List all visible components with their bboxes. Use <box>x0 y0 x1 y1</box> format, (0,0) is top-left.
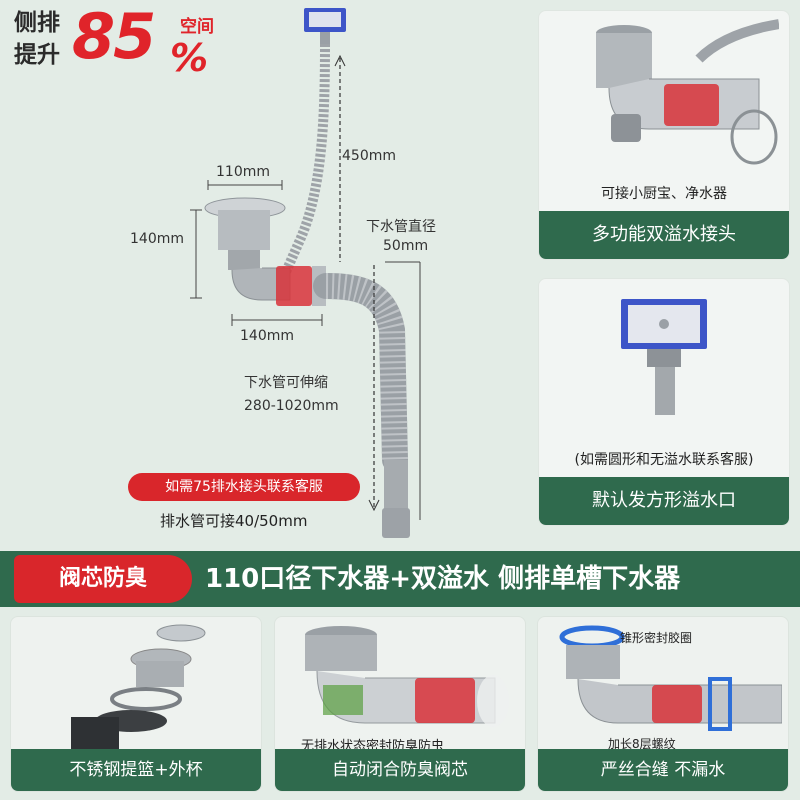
title-bar: 阀芯防臭 110口径下水器+双溢水 侧排单槽下水器 <box>0 551 800 607</box>
square-overflow-card: (如需圆形和无溢水联系客服) 默认发方形溢水口 <box>538 278 790 526</box>
drain-diameter-value: 50mm <box>383 238 429 254</box>
connect-note: 排水管可接40/50mm <box>160 512 308 530</box>
strainer-basket-icon <box>204 197 291 301</box>
seal-card: 锥形密封胶圈 加长8层螺纹 严丝合缝 不漏水 <box>537 616 789 792</box>
square-overflow-sub: (如需圆形和无溢水联系客服) <box>574 452 754 468</box>
overflow-adapter-sub: 可接小厨宝、净水器 <box>601 186 727 202</box>
valve-card: 无排水状态密封防臭防虫 自动闭合防臭阀芯 <box>274 616 526 792</box>
outlet-length-label: 140mm <box>240 328 294 344</box>
valve-banner: 自动闭合防臭阀芯 <box>275 749 525 791</box>
double-overflow-adapter-icon <box>596 19 779 165</box>
seal-banner: 严丝合缝 不漏水 <box>538 749 788 791</box>
thread-label: 加长8层螺纹 <box>608 737 676 751</box>
basket-banner: 不锈钢提篮+外杯 <box>11 749 261 791</box>
valve-odor-tag: 阀芯防臭 <box>14 555 192 603</box>
seal-ring-label: 锥形密封胶圈 <box>620 631 693 645</box>
basket-height-label: 140mm <box>130 231 184 247</box>
square-overflow-cap-icon <box>304 8 346 44</box>
drain-diameter-title: 下水管直径 <box>366 219 436 235</box>
headline-line1: 侧排 <box>14 10 60 36</box>
sealed-thread-icon <box>559 625 782 731</box>
notice-pill: 如需75排水接头联系客服 <box>128 473 360 501</box>
pipe-stretch-title: 下水管可伸缩 <box>244 375 328 391</box>
square-overflow-banner: 默认发方形溢水口 <box>539 477 789 525</box>
basket-card: 不锈钢提篮+外杯 <box>10 616 262 792</box>
headline-percent-number: 85 <box>72 0 156 73</box>
auto-close-valve-icon <box>305 626 509 727</box>
overflow-adapter-card: 可接小厨宝、净水器 多功能双溢水接头 <box>538 10 790 260</box>
sink-drain-diagram <box>190 8 421 538</box>
square-overflow-port-icon <box>621 299 707 415</box>
product-title: 110口径下水器+双溢水 侧排单槽下水器 <box>205 564 681 594</box>
pipe-stretch-range: 280-1020mm <box>244 398 339 414</box>
headline-percent-sign: % <box>170 36 209 80</box>
overflow-adapter-banner: 多功能双溢水接头 <box>539 211 789 259</box>
headline-line2: 提升 <box>14 42 60 68</box>
basket-width-label: 110mm <box>216 164 270 180</box>
overflow-height-label: 450mm <box>342 148 396 164</box>
exploded-basket-icon <box>71 624 206 749</box>
headline-space-label: 空间 <box>180 17 214 37</box>
